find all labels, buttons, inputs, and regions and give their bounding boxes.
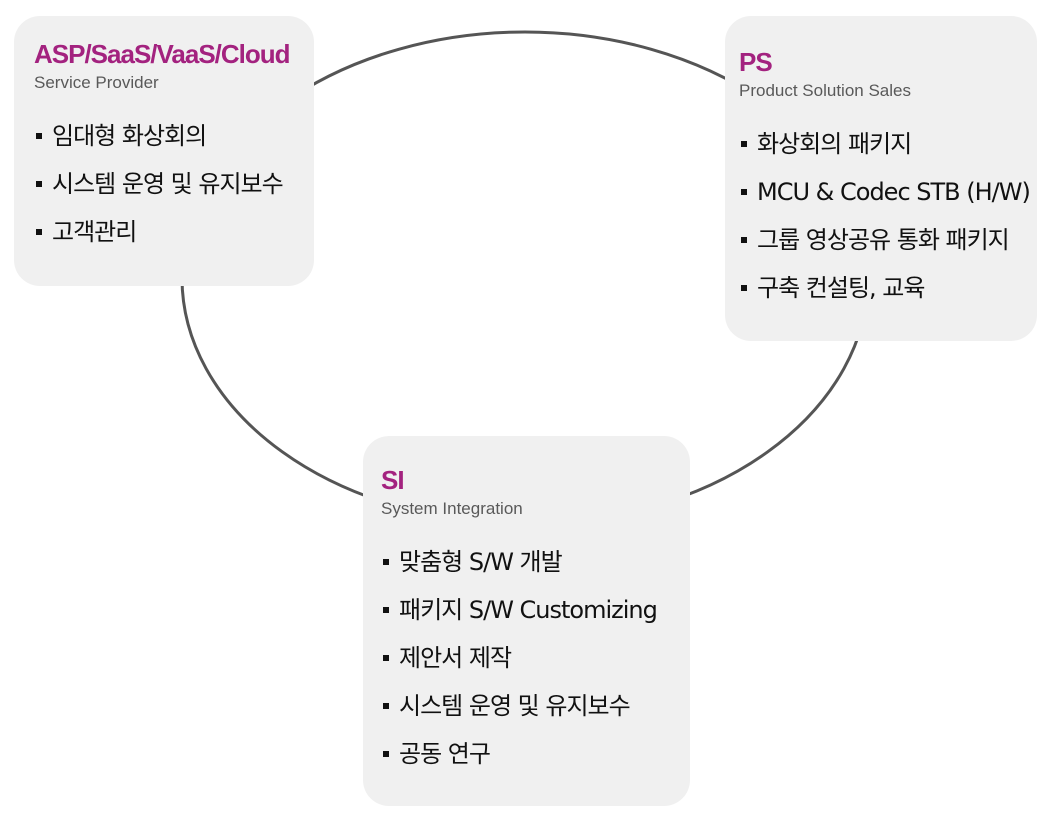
list-item-label: 임대형 화상회의 bbox=[52, 122, 207, 150]
list-item: 화상회의 패키지 bbox=[739, 120, 1037, 168]
box-title: PS bbox=[739, 47, 773, 77]
box-title: SI bbox=[381, 465, 405, 495]
square-bullet-icon bbox=[383, 559, 389, 565]
list-item: 고객관리 bbox=[34, 208, 314, 256]
list-item-label: 시스템 운영 및 유지보수 bbox=[399, 692, 631, 720]
item-list: 임대형 화상회의 시스템 운영 및 유지보수 고객관리 bbox=[34, 112, 314, 256]
list-item-label: 화상회의 패키지 bbox=[757, 130, 912, 158]
asp-saas-box: ASP/SaaS/VaaS/Cloud Service Provider 임대형… bbox=[14, 16, 314, 286]
square-bullet-icon bbox=[36, 133, 42, 139]
item-list: 화상회의 패키지 MCU & Codec STB (H/W) 그룹 영상공유 통… bbox=[739, 120, 1037, 312]
list-item: MCU & Codec STB (H/W) bbox=[739, 168, 1037, 216]
box-subtitle: System Integration bbox=[381, 499, 523, 518]
list-item: 시스템 운영 및 유지보수 bbox=[381, 682, 690, 730]
list-item: 제안서 제작 bbox=[381, 634, 690, 682]
list-item-label: 시스템 운영 및 유지보수 bbox=[52, 170, 284, 198]
si-box: SI System Integration 맞춤형 S/W 개발 패키지 S/W… bbox=[363, 436, 690, 806]
list-item-label: 공동 연구 bbox=[399, 740, 491, 768]
list-item-label: 맞춤형 S/W 개발 bbox=[399, 548, 563, 576]
list-item: 패키지 S/W Customizing bbox=[381, 586, 690, 634]
list-item-label: 제안서 제작 bbox=[399, 644, 512, 672]
box-subtitle: Product Solution Sales bbox=[739, 81, 911, 100]
square-bullet-icon bbox=[741, 189, 747, 195]
square-bullet-icon bbox=[36, 229, 42, 235]
ps-box: PS Product Solution Sales 화상회의 패키지 MCU &… bbox=[725, 16, 1037, 341]
square-bullet-icon bbox=[383, 751, 389, 757]
box-subtitle: Service Provider bbox=[34, 73, 159, 92]
square-bullet-icon bbox=[383, 655, 389, 661]
list-item: 공동 연구 bbox=[381, 730, 690, 778]
list-item: 임대형 화상회의 bbox=[34, 112, 314, 160]
list-item: 맞춤형 S/W 개발 bbox=[381, 538, 690, 586]
box-title: ASP/SaaS/VaaS/Cloud bbox=[34, 39, 291, 69]
square-bullet-icon bbox=[383, 607, 389, 613]
item-list: 맞춤형 S/W 개발 패키지 S/W Customizing 제안서 제작 시스… bbox=[381, 538, 690, 778]
square-bullet-icon bbox=[383, 703, 389, 709]
list-item-label: 고객관리 bbox=[52, 218, 137, 246]
square-bullet-icon bbox=[741, 141, 747, 147]
list-item: 구축 컨설팅, 교육 bbox=[739, 264, 1037, 312]
square-bullet-icon bbox=[36, 181, 42, 187]
list-item-label: 구축 컨설팅, 교육 bbox=[757, 274, 925, 302]
list-item: 시스템 운영 및 유지보수 bbox=[34, 160, 314, 208]
list-item-label: 그룹 영상공유 통화 패키지 bbox=[757, 226, 1010, 254]
list-item-label: 패키지 S/W Customizing bbox=[399, 596, 658, 624]
list-item-label: MCU & Codec STB (H/W) bbox=[757, 178, 1031, 206]
list-item: 그룹 영상공유 통화 패키지 bbox=[739, 216, 1037, 264]
square-bullet-icon bbox=[741, 237, 747, 243]
square-bullet-icon bbox=[741, 285, 747, 291]
